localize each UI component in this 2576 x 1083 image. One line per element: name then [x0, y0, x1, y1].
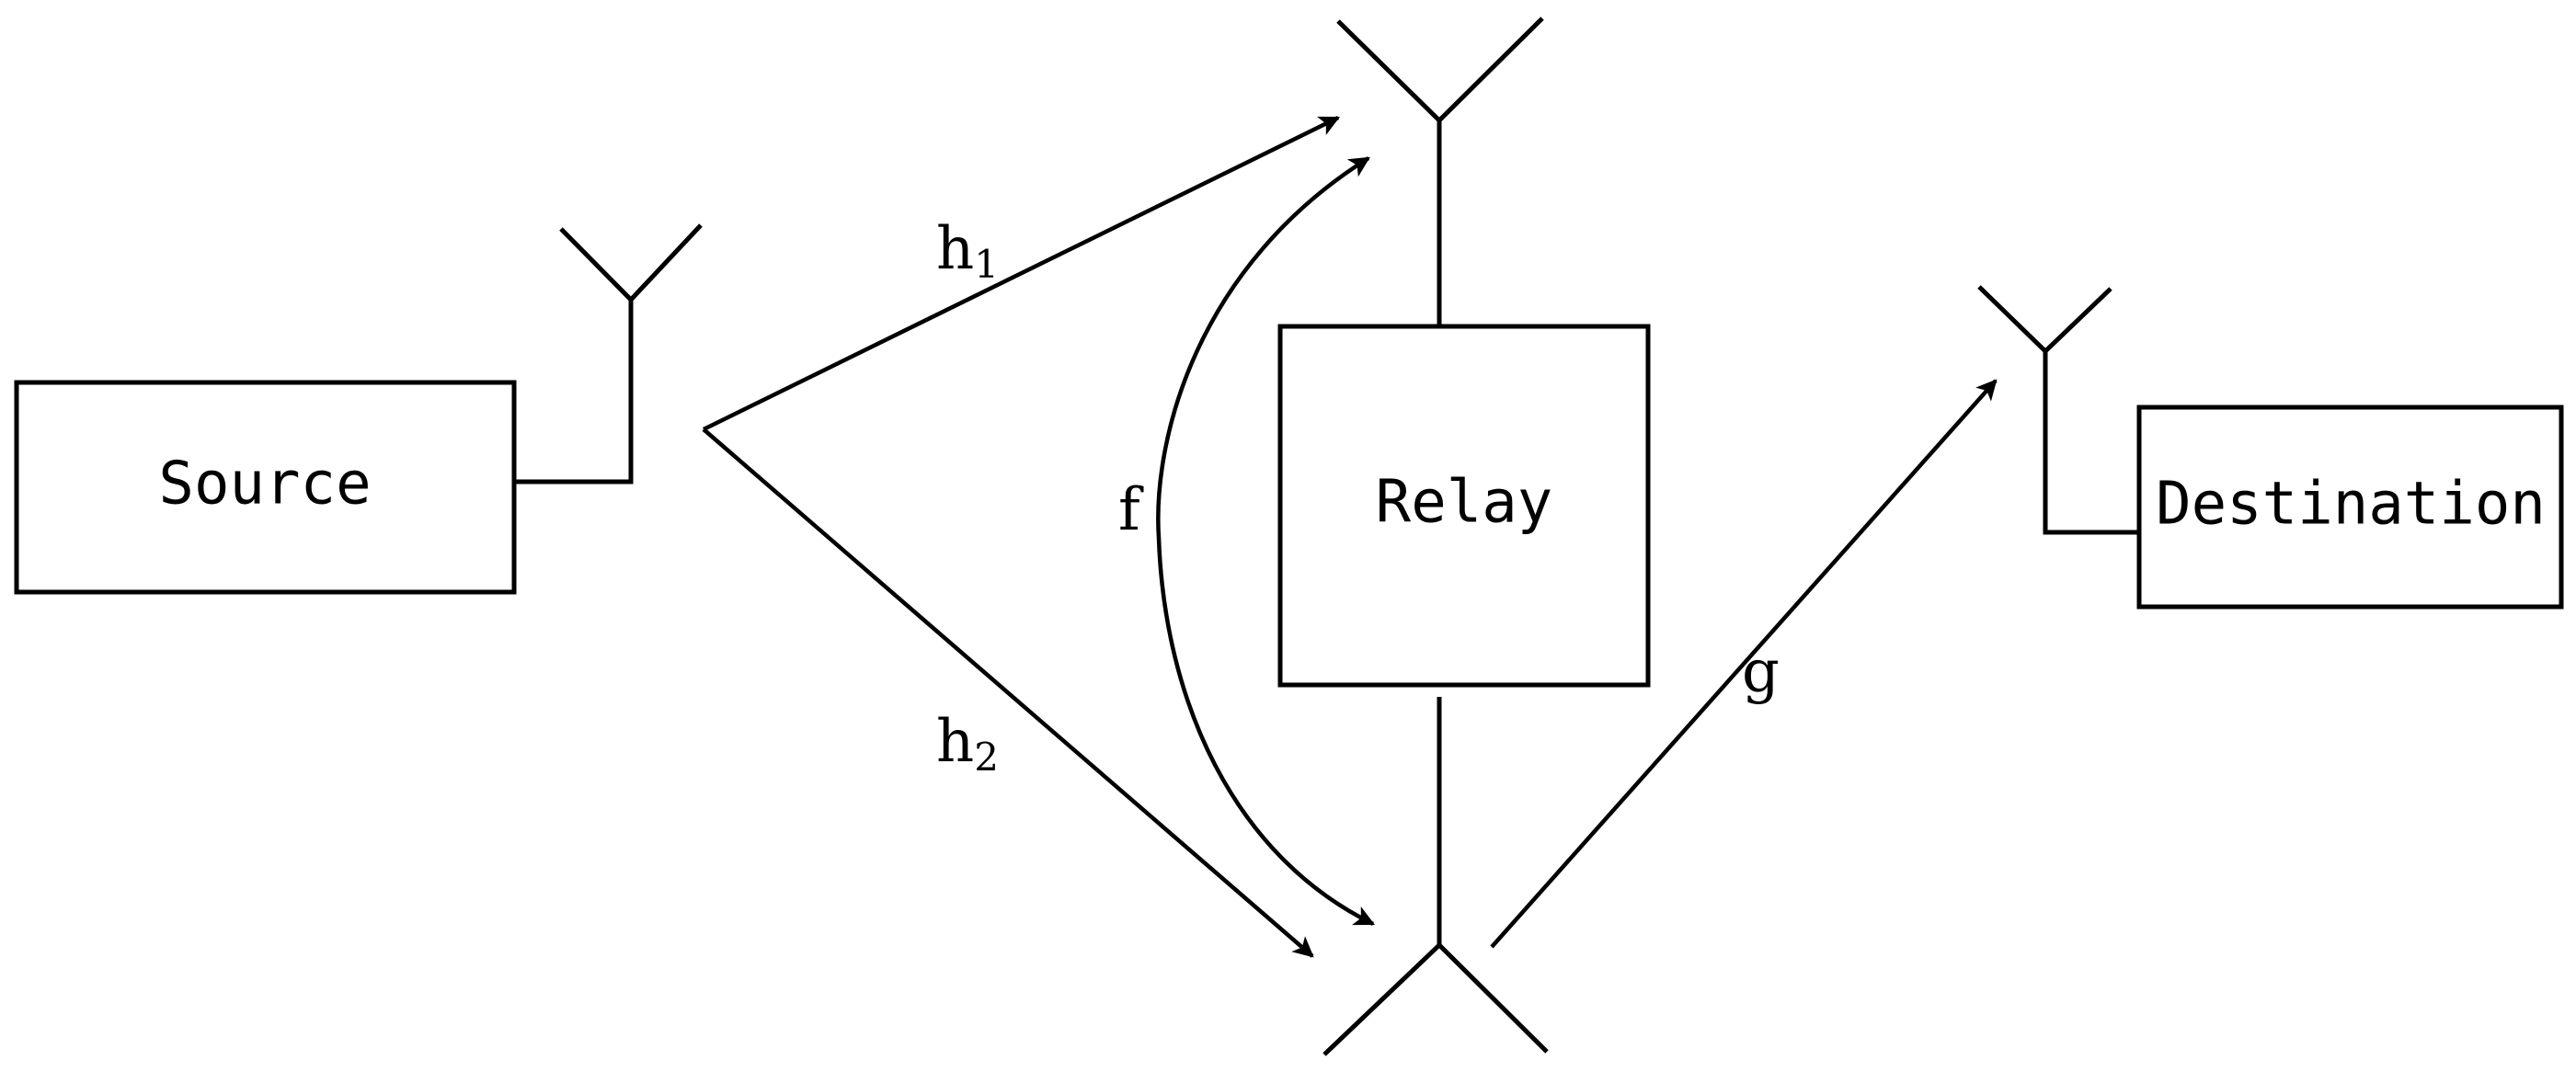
relay-node: Relay — [1277, 17, 1651, 1056]
h2-link-arrow — [702, 428, 1314, 958]
g-label: g — [1742, 638, 1780, 706]
destination-feed-wire — [2043, 351, 2139, 535]
source-antenna-icon — [559, 223, 703, 303]
relay-tx-antenna-icon — [1322, 941, 1549, 1056]
h1-label: h1 — [936, 215, 999, 287]
f-label: f — [1118, 476, 1144, 544]
g-link-arrow — [1490, 379, 1998, 949]
destination-antenna-icon — [1977, 285, 2112, 355]
destination-box — [2136, 405, 2564, 610]
h2-label: h2 — [936, 708, 999, 780]
h2-label-subscript: 2 — [974, 735, 999, 780]
relay-rx-antenna-icon — [1336, 17, 1544, 124]
h2-label-base: h — [936, 708, 974, 776]
channel-labels: h1 h2 f g — [936, 215, 1780, 780]
destination-label: Destination — [2156, 471, 2546, 539]
source-node: Source — [14, 223, 703, 595]
source-box — [14, 380, 517, 595]
h1-label-subscript: 1 — [974, 242, 999, 287]
relay-label: Relay — [1376, 469, 1553, 537]
h1-label-base: h — [936, 215, 974, 283]
source-feed-wire — [514, 300, 634, 484]
channel-links — [702, 115, 1998, 958]
destination-node: Destination — [1977, 285, 2564, 610]
relay-box — [1277, 324, 1651, 688]
f-link-arrow — [1156, 156, 1376, 927]
h1-link-arrow — [703, 115, 1341, 432]
source-label: Source — [158, 450, 371, 519]
